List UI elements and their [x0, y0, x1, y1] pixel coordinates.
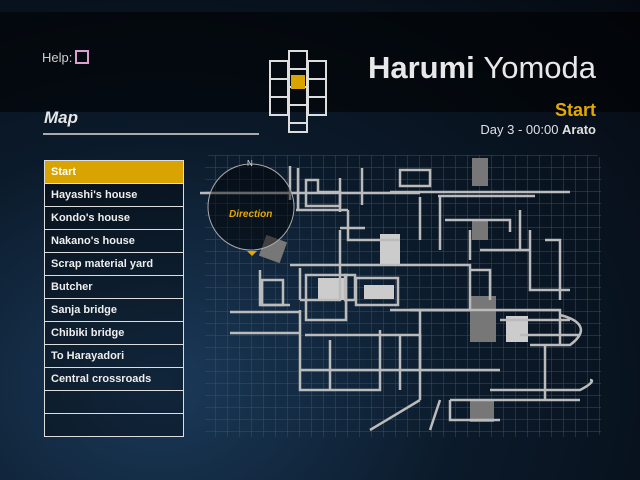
direction-label: Direction	[229, 209, 273, 220]
list-item[interactable]: Scrap material yard	[45, 253, 183, 276]
current-location: Start	[554, 100, 596, 120]
direction-arrow-icon	[247, 251, 257, 256]
compass-ring	[207, 163, 295, 251]
last-name: Yomoda	[483, 50, 596, 85]
divider	[43, 133, 259, 135]
area-name: Arato	[562, 122, 596, 137]
list-item[interactable]: Start	[45, 161, 183, 184]
list-item[interactable]: Kondo's house	[45, 207, 183, 230]
help-hint[interactable]: Help:	[42, 50, 90, 65]
square-button-icon	[75, 50, 90, 64]
section-title: Map	[44, 108, 78, 127]
day-time: Day 3 - 00:00 Arato	[480, 122, 596, 137]
location-list: Start Hayashi's house Kondo's house Naka…	[44, 160, 184, 437]
list-item[interactable]: Chibiki bridge	[45, 322, 183, 345]
help-label: Help:	[42, 50, 73, 65]
north-label: N	[247, 159, 253, 168]
day-time-text: Day 3 - 00:00	[480, 122, 559, 137]
list-item[interactable]: Hayashi's house	[45, 184, 183, 207]
current-character-marker	[291, 75, 305, 89]
list-item[interactable]: Nakano's house	[45, 230, 183, 253]
list-item-empty	[45, 414, 183, 436]
character-name: Harumi Yomoda	[368, 50, 596, 86]
character-grid-icon	[269, 50, 327, 133]
map-buildings-dark	[258, 158, 496, 422]
map-grid	[205, 155, 601, 437]
map-streets	[200, 166, 594, 432]
first-name: Harumi	[367, 50, 475, 85]
list-item[interactable]: Sanja bridge	[45, 299, 183, 322]
list-item[interactable]: Butcher	[45, 276, 183, 299]
list-item[interactable]: To Harayadori	[45, 345, 183, 368]
list-item[interactable]: Central crossroads	[45, 368, 183, 391]
list-item-empty	[45, 391, 183, 414]
